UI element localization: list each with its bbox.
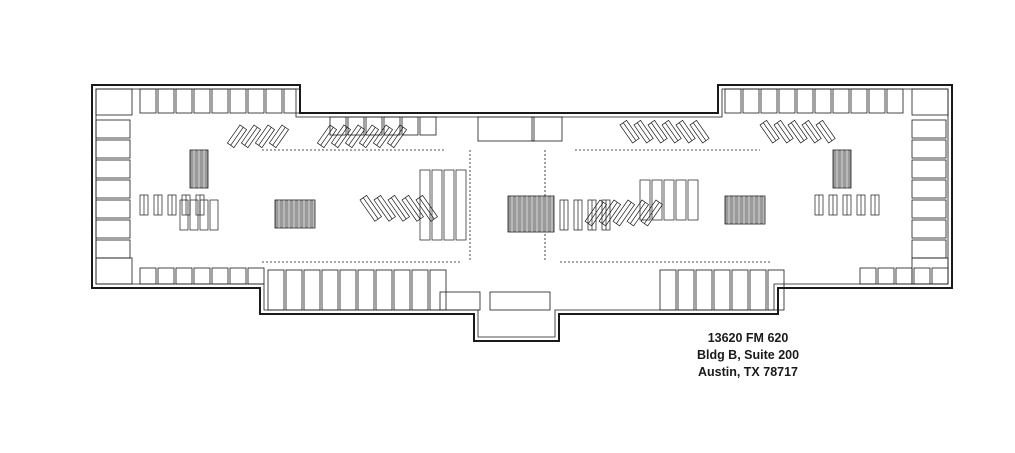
address-suite: Bldg B, Suite 200: [696, 348, 800, 362]
address-block: 13620 FM 620 Bldg B, Suite 200 Austin, T…: [658, 330, 838, 381]
address-street: 13620 FM 620: [707, 331, 789, 345]
building-cores: [189, 149, 852, 233]
address-city: Austin, TX 78717: [697, 365, 799, 379]
rooms: [95, 88, 949, 311]
building-outline: [91, 84, 953, 342]
workstations: [139, 119, 880, 241]
